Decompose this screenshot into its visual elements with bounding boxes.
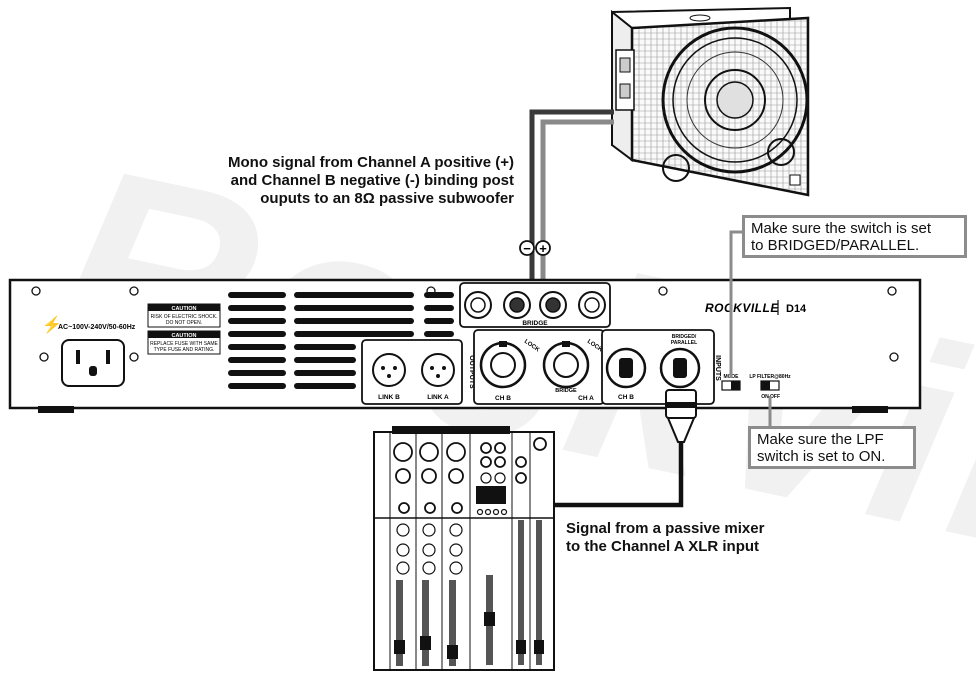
binding-post-ch-b-positive[interactable] [464,291,492,319]
negative-polarity-marker: − [519,240,535,256]
xlr-link-b-jack[interactable] [372,353,406,387]
speaker-cable-negative [529,109,614,280]
mono-signal-line-2: and Channel B negative (-) binding post [230,172,514,189]
svg-text:RISK OF ELECTRIC SHOCK.: RISK OF ELECTRIC SHOCK. [151,314,218,320]
input-ch-b-label: CH B [618,394,634,401]
lpf-switch-callout: Make sure the LPF switch is set to ON. [748,426,916,469]
mono-signal-callout: Mono signal from Channel A positive (+) … [214,154,514,208]
model-label: D14 [786,303,807,315]
mode-switch[interactable] [721,380,741,391]
mode-switch-callout: Make sure the switch is set to BRIDGED/P… [742,215,967,258]
speaker-cable-positive [540,119,614,280]
svg-text:REPLACE FUSE WITH SAME: REPLACE FUSE WITH SAME [150,341,218,347]
mono-signal-line-1: Mono signal from Channel A positive (+) [228,154,514,171]
positive-polarity-marker: + [535,240,551,256]
caution-label-shock: CAUTION RISK OF ELECTRIC SHOCK. DO NOT O… [147,303,221,328]
ac-power-inlet[interactable] [61,339,125,387]
inputs-label: INPUTS [714,355,721,381]
subwoofer [611,6,810,197]
speakon-ch-b-jack[interactable] [479,341,527,389]
lp-filter-label: LP FILTER@80Hz [749,374,791,380]
mixer [373,426,555,671]
svg-text:CAUTION: CAUTION [171,306,196,312]
xlr-cable [552,440,684,508]
xlr-link-a-jack[interactable] [421,353,455,387]
power-symbol: ⚡ [42,315,62,334]
combo-input-ch-b-jack[interactable] [605,347,647,389]
amplifier-rear-panel: ⚡ AC~100V-240V/50-60Hz CAUTION RISK OF E… [8,278,922,413]
binding-post-ch-a-positive[interactable] [539,291,567,319]
speakon-bridge-label: BRIDGE [555,388,577,394]
svg-text:DO NOT OPEN.: DO NOT OPEN. [166,320,202,326]
binding-post-ch-b-negative[interactable] [503,291,531,319]
svg-text:−: − [523,241,531,256]
mono-signal-line-3: ouputs to an 8Ω passive subwoofer [260,190,514,207]
mixer-signal-line-2: to the Channel A XLR input [566,538,760,555]
lpf-off-label: OFF [770,394,780,400]
lpf-callout-line-2: switch is set to ON. [757,448,886,465]
link-a-label: LINK A [427,394,449,401]
binding-post-ch-a-negative[interactable] [578,291,606,319]
svg-text:+: + [539,241,547,256]
mixer-signal-line-1: Signal from a passive mixer [566,520,765,537]
bridged-parallel-label-1: BRIDGED/ [672,334,697,340]
binding-post-panel [459,282,611,328]
combo-input-ch-a-jack[interactable] [659,347,701,389]
speakon-ch-b-label: CH B [495,395,511,402]
mode-callout-line-2: to BRIDGED/PARALLEL. [751,237,920,254]
mode-callout-line-1: Make sure the switch is set [751,220,932,237]
bridged-parallel-label-2: PARALLEL [671,340,697,346]
speakon-ch-a-jack[interactable] [542,341,590,389]
brand-logo: ROCKVILLE [705,301,779,315]
outputs-label: OUTPUTS [468,355,475,389]
bridge-post-label: BRIDGE [522,320,548,327]
speakon-ch-a-label: CH A [578,395,594,402]
lpf-on-label: ON [761,394,769,400]
lpf-callout-line-1: Make sure the LPF [757,431,884,448]
svg-text:TYPE FUSE AND RATING.: TYPE FUSE AND RATING. [154,347,215,353]
link-b-label: LINK B [378,394,400,401]
caution-label-fuse: CAUTION REPLACE FUSE WITH SAME TYPE FUSE… [147,330,221,355]
lpf-switch[interactable] [760,380,780,391]
mode-callout-leader [729,230,742,378]
xlr-plug [665,389,697,443]
power-rating-label: AC~100V-240V/50-60Hz [58,324,136,331]
mixer-signal-callout: Signal from a passive mixer to the Chann… [566,520,806,556]
ventilation-slots [228,292,454,389]
svg-text:CAUTION: CAUTION [171,333,196,339]
